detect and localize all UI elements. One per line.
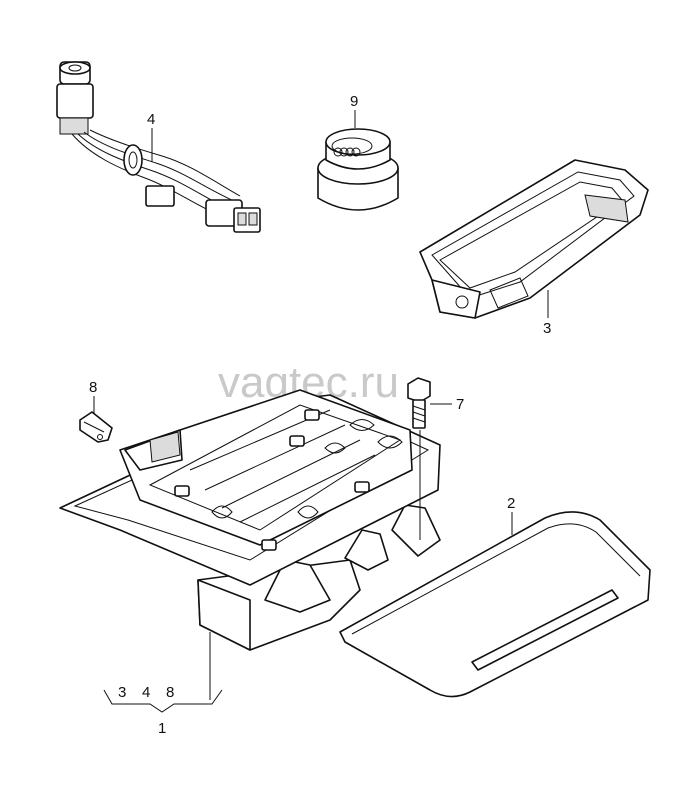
part-2-cover (339, 511, 651, 698)
assembly-item-8: 8 (166, 684, 174, 701)
callout-1: 1 (158, 720, 166, 737)
assembly-item-4: 4 (142, 684, 150, 701)
part-1-housing (59, 389, 441, 651)
callout-9: 9 (350, 93, 358, 110)
callout-3: 3 (543, 320, 551, 337)
callout-8: 8 (89, 379, 97, 396)
assembly-group-bracket: 3 4 8 1 (103, 632, 223, 737)
part-7-bolt (407, 377, 431, 429)
callout-2: 2 (507, 495, 515, 512)
assembly-item-3: 3 (118, 684, 126, 701)
callout-7: 7 (456, 396, 464, 413)
part-3-tray (419, 159, 649, 319)
part-8-clip (79, 411, 113, 443)
callout-4: 4 (147, 111, 155, 128)
part-9-cap (317, 128, 399, 211)
part-4-wiring-harness (56, 61, 261, 233)
four-rings-logo (333, 147, 361, 157)
